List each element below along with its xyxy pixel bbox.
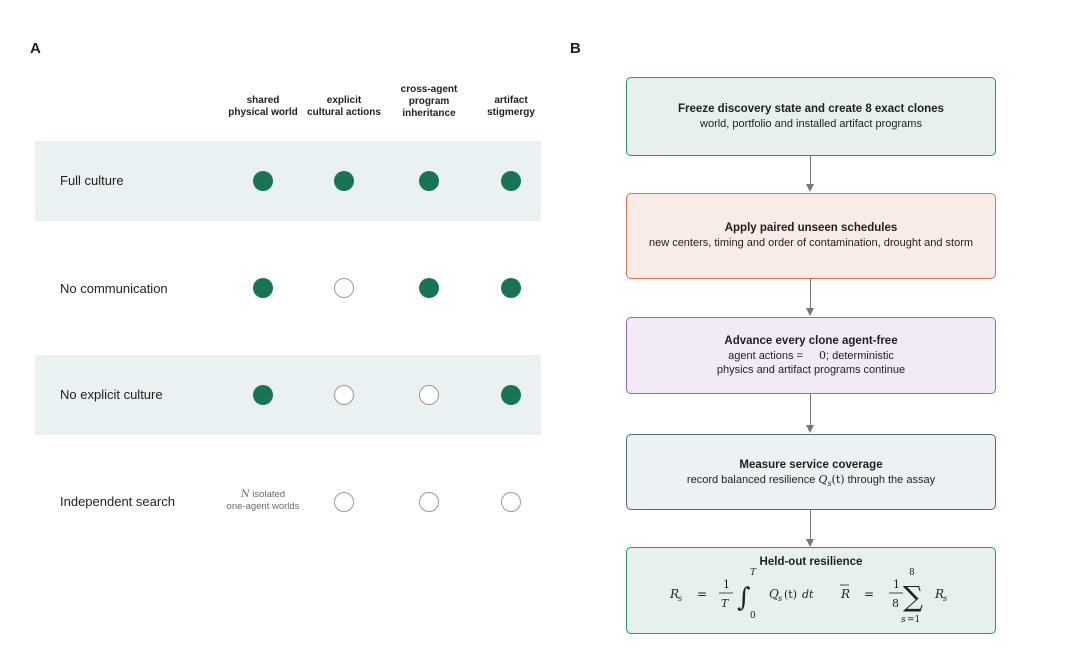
svg-text:8: 8 (909, 568, 915, 578)
row-label-independent-search: Independent search (60, 494, 175, 509)
svg-text:s: s (678, 594, 682, 603)
step-freeze-and-clone: Freeze discovery state and create 8 exac… (626, 77, 996, 156)
svg-text:∑: ∑ (903, 580, 923, 613)
svg-text:R: R (669, 587, 679, 601)
svg-text:s: s (943, 594, 947, 603)
empty-circle-icon (419, 385, 439, 405)
svg-text:0: 0 (750, 611, 756, 621)
filled-circle-icon (253, 278, 273, 298)
svg-text:=: = (864, 587, 874, 601)
filled-circle-icon (419, 278, 439, 298)
empty-circle-icon (501, 492, 521, 512)
empty-circle-icon (419, 492, 439, 512)
step-measure-coverage: Measure service coverage record balanced… (626, 434, 996, 510)
filled-circle-icon (419, 171, 439, 191)
svg-text:1: 1 (723, 578, 730, 591)
panel-label-b: B (570, 40, 581, 57)
row-label-no-explicit-culture: No explicit culture (60, 387, 163, 402)
filled-circle-icon (501, 171, 521, 191)
svg-text:(t): (t) (784, 588, 797, 601)
svg-text:R: R (934, 587, 944, 601)
svg-text:dt: dt (802, 588, 814, 601)
step-held-out-resilience: Held-out resilience R s = 1 T ∫ T 0 Q s … (626, 547, 996, 634)
svg-text:8: 8 (892, 597, 899, 610)
svg-text:s: s (901, 615, 906, 625)
empty-circle-icon (334, 492, 354, 512)
svg-text:=1: =1 (907, 615, 920, 625)
panel-label-a: A (30, 40, 41, 57)
empty-circle-icon (334, 385, 354, 405)
step-advance-agent-free: Advance every clone agent-free agent act… (626, 317, 996, 394)
row-band-full-culture (35, 141, 541, 221)
row-label-no-communication: No communication (60, 281, 168, 296)
svg-text:T: T (721, 597, 730, 610)
row-band-no-explicit-culture (35, 355, 541, 435)
row-label-full-culture: Full culture (60, 173, 124, 188)
svg-text:=: = (697, 587, 707, 601)
svg-text:Q: Q (769, 587, 779, 601)
filled-circle-icon (501, 385, 521, 405)
svg-text:1: 1 (893, 578, 900, 591)
svg-text:T: T (750, 568, 757, 578)
filled-circle-icon (253, 171, 273, 191)
step-apply-schedules: Apply paired unseen schedules new center… (626, 193, 996, 279)
empty-circle-icon (334, 278, 354, 298)
filled-circle-icon (253, 385, 273, 405)
resilience-formula: R s = 1 T ∫ T 0 Q s (t) dt R = 1 8 8 ∑ s… (669, 568, 947, 625)
filled-circle-icon (501, 278, 521, 298)
not-applicable-note: N isolated one-agent worlds (226, 489, 300, 512)
svg-text:∫: ∫ (737, 583, 751, 613)
svg-text:s: s (778, 594, 782, 603)
filled-circle-icon (334, 171, 354, 191)
svg-text:R: R (840, 587, 850, 601)
